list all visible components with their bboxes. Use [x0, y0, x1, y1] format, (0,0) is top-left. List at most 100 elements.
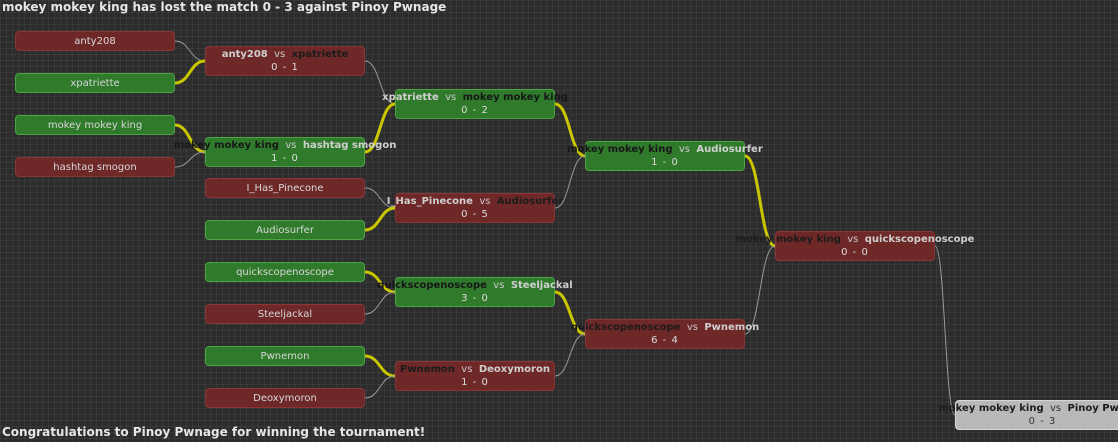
match-player-2: Deoxymoron	[478, 364, 550, 375]
winner-connector	[174, 123, 206, 154]
winner-connector	[744, 154, 776, 248]
winner-connector	[554, 102, 586, 158]
match-player-1: quickscopenoscope	[570, 322, 681, 333]
loser-connector	[744, 245, 776, 335]
vs-label: vs	[458, 364, 476, 375]
match-title: anty208 vs xpatriette	[222, 48, 349, 61]
match-score: 1 - 0	[271, 153, 299, 164]
match-player-1: mokey mokey king	[735, 234, 841, 245]
match-score: 0 - 2	[461, 105, 489, 116]
match-title: quickscopenoscope vs Pwnemon	[571, 321, 759, 334]
match-score: 0 - 3	[1028, 416, 1057, 427]
player-name: Pwnemon	[260, 350, 310, 362]
loser-connector	[364, 60, 396, 105]
player-slot-hashtag-smogon[interactable]: hashtag smogon	[15, 157, 175, 177]
tournament-winner-message: Congratulations to Pinoy Pwnage for winn…	[2, 425, 426, 439]
player-name: quickscopenoscope	[236, 266, 334, 278]
match-score: 1 - 0	[651, 157, 679, 168]
match-player-2: Audiosurfer	[696, 144, 763, 155]
vs-label: vs	[441, 92, 460, 103]
player-slot-quickscopenoscope[interactable]: quickscopenoscope	[205, 262, 365, 282]
match-player-1: anty208	[221, 49, 268, 60]
winner-connector	[364, 354, 396, 378]
match-result-message: mokey mokey king has lost the match 0 - …	[2, 0, 447, 14]
player-name: hashtag smogon	[53, 161, 137, 173]
match-player-1: quickscopenoscope	[377, 280, 487, 291]
match-player-1: I_Has_Pinecone	[386, 196, 473, 207]
match-player-2: Steeljackal	[510, 280, 573, 291]
match-player-1: xpatriette	[382, 92, 439, 103]
vs-label: vs	[270, 49, 289, 60]
match-player-1: mokey mokey king	[938, 403, 1044, 414]
match-score: 0 - 5	[461, 209, 489, 220]
match-player-1: mokey mokey king	[567, 144, 673, 155]
match-player-2: Audiosurfer	[496, 196, 564, 207]
match-player-2: mokey mokey king	[462, 92, 568, 103]
winner-connector	[364, 102, 396, 154]
match-player-2: quickscopenoscope	[864, 234, 975, 245]
match-title: mokey mokey king vs hashtag smogon	[174, 139, 397, 152]
match-title: mokey mokey king vs quickscopenoscope	[736, 233, 975, 246]
player-name: anty208	[74, 35, 116, 47]
player-slot-i-has-pinecone[interactable]: I_Has_Pinecone	[205, 178, 365, 198]
match-title: quickscopenoscope vs Steeljackal	[377, 279, 572, 292]
match-score: 0 - 1	[271, 62, 299, 73]
winner-connector	[554, 290, 586, 336]
match-title: Pwnemon vs Deoxymoron	[400, 363, 550, 376]
match-mokey-mokey-king-vs-pinoy-pwnage[interactable]: mokey mokey king vs Pinoy Pwnage0 - 3	[938, 400, 1118, 430]
match-player-1: Pwnemon	[400, 364, 455, 375]
vs-label: vs	[844, 234, 862, 245]
winner-connector	[174, 59, 206, 85]
player-slot-steeljackal[interactable]: Steeljackal	[205, 304, 365, 324]
loser-connector	[174, 151, 206, 168]
vs-label: vs	[675, 144, 694, 155]
match-score: 0 - 0	[841, 247, 869, 258]
player-slot-anty208[interactable]: anty208	[15, 31, 175, 51]
match-player-1: mokey mokey king	[173, 140, 279, 151]
match-title: mokey mokey king vs Pinoy Pwnage	[938, 402, 1118, 415]
player-name: xpatriette	[70, 77, 120, 89]
player-slot-mokey-mokey-king[interactable]: mokey mokey king	[15, 115, 175, 135]
match-score: 3 - 0	[461, 293, 489, 304]
vs-label: vs	[1046, 403, 1065, 414]
player-name: I_Has_Pinecone	[246, 182, 324, 194]
match-title: xpatriette vs mokey mokey king	[382, 91, 568, 104]
vs-label: vs	[490, 280, 508, 291]
winner-connector	[364, 206, 396, 232]
match-player-2: hashtag smogon	[302, 140, 397, 151]
loser-connector	[554, 333, 586, 377]
match-title: I_Has_Pinecone vs Audiosurfer	[387, 195, 563, 208]
loser-connector	[934, 245, 956, 416]
loser-connector	[554, 155, 586, 209]
player-name: Audiosurfer	[256, 224, 314, 236]
player-slot-pwnemon[interactable]: Pwnemon	[205, 346, 365, 366]
player-name: mokey mokey king	[47, 119, 143, 131]
loser-connector	[364, 375, 396, 399]
player-slot-deoxymoron[interactable]: Deoxymoron	[205, 388, 365, 408]
winner-connector	[364, 270, 396, 294]
player-slot-audiosurfer[interactable]: Audiosurfer	[205, 220, 365, 240]
match-score: 6 - 4	[651, 335, 679, 346]
player-name: Steeljackal	[257, 308, 313, 320]
match-score: 1 - 0	[461, 377, 489, 388]
vs-label: vs	[683, 322, 702, 333]
vs-label: vs	[476, 196, 494, 207]
player-name: Deoxymoron	[253, 392, 317, 404]
match-player-2: xpatriette	[291, 49, 349, 60]
match-title: mokey mokey king vs Audiosurfer	[567, 143, 763, 156]
match-player-2: Pinoy Pwnage	[1067, 403, 1118, 414]
loser-connector	[364, 291, 396, 315]
match-player-2: Pwnemon	[704, 322, 760, 333]
player-slot-xpatriette[interactable]: xpatriette	[15, 73, 175, 93]
vs-label: vs	[282, 140, 300, 151]
